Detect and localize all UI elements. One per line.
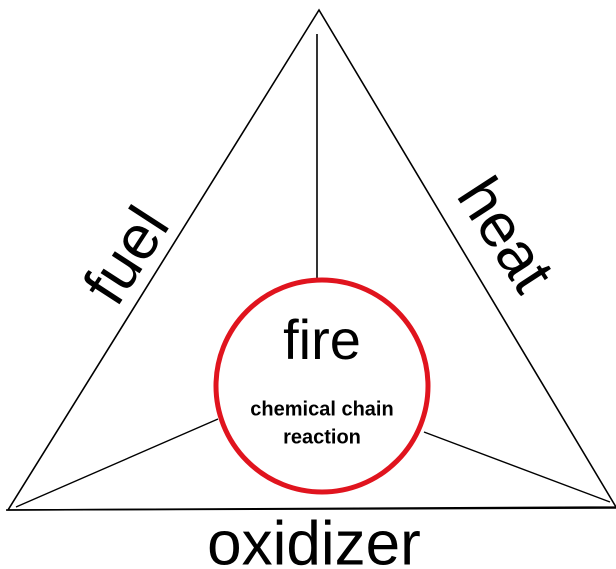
spoke-right (423, 431, 611, 503)
chain-reaction-line1: chemical chain (250, 398, 393, 420)
baseline (5, 507, 616, 511)
chain-reaction-line2: reaction (283, 426, 361, 448)
fire-circle (213, 277, 431, 495)
fuel-label: fuel (70, 195, 182, 316)
fire-label: fire (283, 308, 361, 371)
heat-label: heat (444, 165, 568, 304)
spoke-left (15, 418, 219, 508)
oxidizer-label: oxidizer (207, 509, 421, 569)
